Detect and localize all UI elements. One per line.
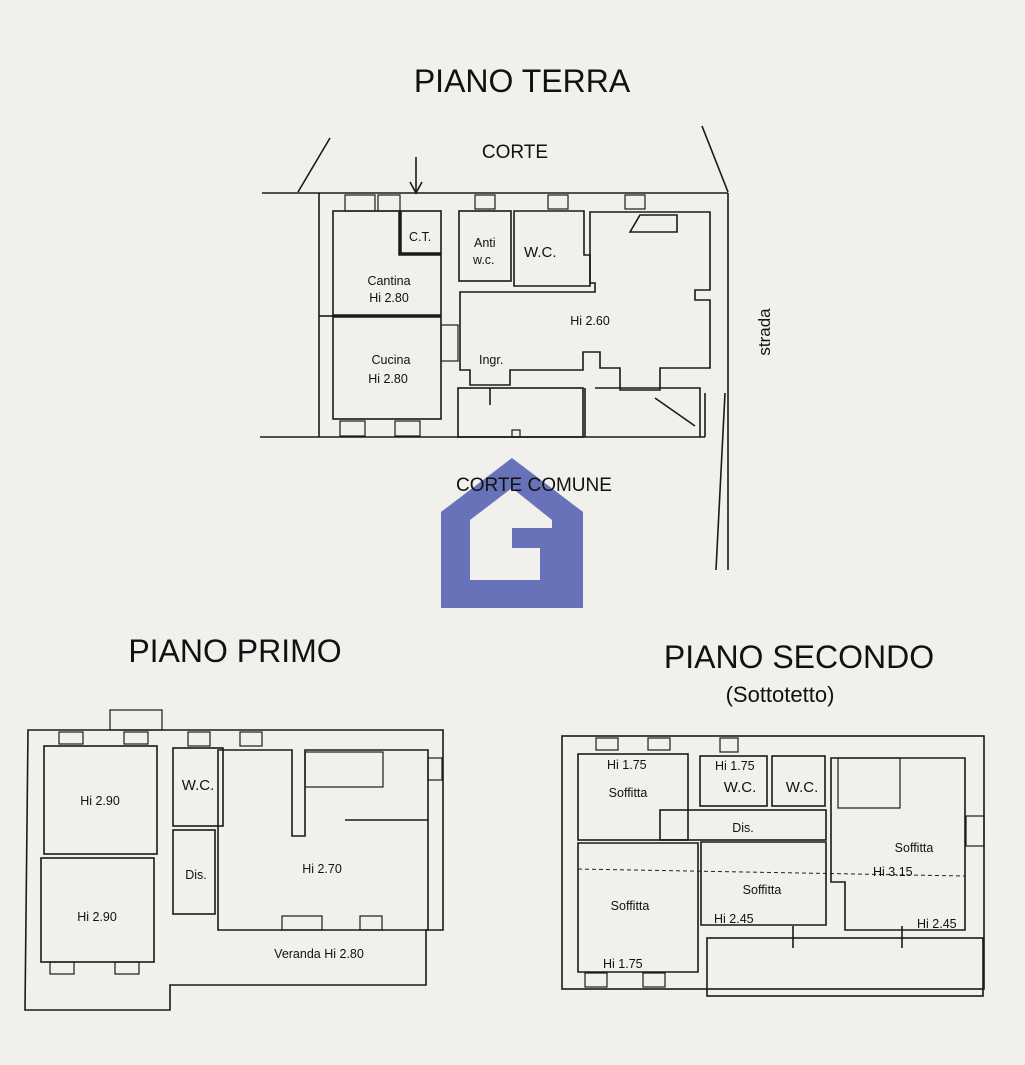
soffitta4-height: Hi 2.45: [917, 917, 957, 931]
strada-label: strada: [755, 308, 774, 356]
wc-label: W.C.: [182, 777, 215, 794]
piano-secondo-title: PIANO SECONDO: [664, 639, 934, 675]
soffitta3-height: Hi 2.45: [714, 912, 754, 926]
soffitta2-label: Soffitta: [611, 899, 650, 913]
piano-primo-plan: PIANO PRIMO Hi 2.90 Hi 2.90 W.C. Dis. Hi…: [24, 633, 444, 1011]
main-room-height: Hi 2.60: [570, 314, 610, 328]
soffitta1-label: Soffitta: [609, 786, 648, 800]
wc1-height: Hi 1.75: [715, 759, 755, 773]
soffitta1-height: Hi 1.75: [607, 758, 647, 772]
anti-wc-label-2: w.c.: [472, 253, 495, 267]
dis-label: Dis.: [185, 868, 207, 882]
ct-label: C.T.: [409, 230, 431, 244]
cucina-height: Hi 2.80: [368, 372, 408, 386]
cantina-height: Hi 2.80: [369, 291, 409, 305]
soffitta4-label: Soffitta: [895, 841, 934, 855]
wc-label: W.C.: [524, 244, 557, 261]
veranda-label: Veranda Hi 2.80: [274, 947, 364, 961]
house-logo-watermark: [441, 458, 583, 608]
corte-label: CORTE: [482, 142, 548, 163]
corte-comune-label: CORTE COMUNE: [456, 475, 612, 496]
room2-height: Hi 2.90: [77, 910, 117, 924]
piano-secondo-plan: PIANO SECONDO (Sottotetto) Hi 1.75 Soffi…: [561, 639, 985, 997]
piano-terra-plan: PIANO TERRA CORTE C.T. Cantina Hi 2.80 C…: [260, 63, 774, 571]
dis-label: Dis.: [732, 821, 754, 835]
soffitta3-label: Soffitta: [743, 883, 782, 897]
wc1-label: W.C.: [724, 779, 757, 796]
cucina-label: Cucina: [372, 353, 411, 367]
soffitta2-height: Hi 1.75: [603, 957, 643, 971]
ingresso-label: Ingr.: [479, 353, 503, 367]
piano-secondo-subtitle: (Sottotetto): [726, 682, 835, 707]
room1-height: Hi 2.90: [80, 794, 120, 808]
cantina-label: Cantina: [367, 274, 410, 288]
piano-terra-title: PIANO TERRA: [414, 63, 631, 99]
anti-wc-label: Anti: [474, 236, 496, 250]
wc2-label: W.C.: [786, 779, 819, 796]
piano-primo-title: PIANO PRIMO: [128, 633, 341, 669]
soffitta4-height-top: Hi 3.15: [873, 865, 913, 879]
main-room-height: Hi 2.70: [302, 862, 342, 876]
